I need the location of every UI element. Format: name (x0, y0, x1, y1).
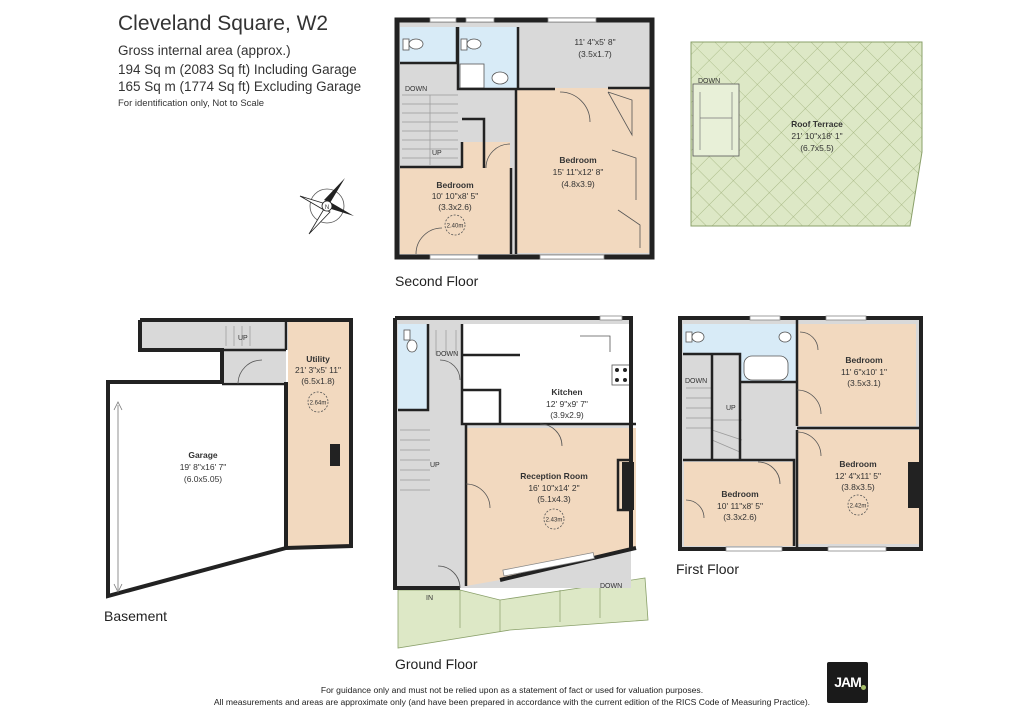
disclaimer: For guidance only and must not be relied… (0, 684, 1024, 708)
roof-stair-down: DOWN (698, 78, 720, 85)
first-floor-bedroom-rear-dims: 11' 6"x10' 1" (841, 367, 887, 377)
garage-area (108, 382, 286, 596)
second-floor-bedroom-small-metric: (3.3x2.6) (438, 202, 472, 212)
ground-stair-down-garden: DOWN (600, 583, 622, 590)
disclaimer-line-1: For guidance only and must not be relied… (320, 685, 704, 695)
first-floor-bedroom-rear (798, 324, 916, 426)
ground-entrance-label: IN (426, 595, 433, 602)
compass-north-letter: N (325, 205, 329, 211)
second-floor-plan: 11' 4"x5' 8" (3.5x1.7) Bedroom 15' 11"x1… (394, 17, 655, 260)
area-excluding-garage: 165 Sq m (1774 Sq ft) Excluding Garage (118, 79, 362, 94)
second-floor-bedroom-large (516, 88, 649, 253)
second-floor-bedroom-small (400, 167, 511, 254)
second-floor-ceiling-height: 2.40m (447, 224, 464, 230)
basin-icon (491, 71, 509, 85)
first-floor-fireplace (908, 462, 920, 508)
ground-stair-down: DOWN (436, 351, 458, 358)
ground-floor-label: Ground Floor (395, 656, 478, 672)
reception-room-metric: (5.1x4.3) (537, 494, 571, 504)
first-floor-plan: DOWN UP Bedroom 11' 6"x10' 1" (3.5x3.1) … (678, 315, 923, 552)
bath-icon (743, 355, 789, 381)
logo-text: JAM (834, 674, 862, 690)
first-floor-bedroom-front-right-name: Bedroom (839, 459, 877, 469)
hob-burners (615, 368, 627, 382)
reception-room-area (466, 428, 636, 586)
garage-name: Garage (188, 450, 218, 460)
front-garden-area (397, 577, 649, 649)
ceiling-height-marker (444, 214, 466, 236)
kitchen-metric: (3.9x2.9) (550, 410, 584, 420)
second-floor-bedroom-small-name: Bedroom (436, 180, 474, 190)
identification-note: For identification only, Not to Scale (118, 98, 265, 109)
first-floor-bedroom-front-right-metric: (3.8x3.5) (841, 482, 875, 492)
first-floor-bedroom-front-left-dims: 10' 11"x8' 5" (717, 501, 763, 511)
first-floor-label: First Floor (676, 561, 739, 577)
disclaimer-line-2: All measurements and areas are approxima… (213, 697, 811, 707)
reception-room-name: Reception Room (520, 471, 588, 481)
roof-terrace-dims: 21' 10"x18' 1" (791, 131, 842, 141)
second-floor-bedroom-large-metric: (4.8x3.9) (561, 179, 595, 189)
first-floor-bedroom-front-right-dims: 12' 4"x11' 5" (835, 471, 881, 481)
roof-stair-hatch (692, 83, 740, 157)
first-floor-bedroom-front-right (798, 430, 920, 544)
second-floor-bedroom-large-name: Bedroom (559, 155, 597, 165)
first-floor-bedroom-front-left-metric: (3.3x2.6) (723, 512, 757, 522)
area-including-garage: 194 Sq m (2083 Sq ft) Including Garage (118, 62, 357, 77)
utility-dims: 21' 3"x5' 11" (295, 365, 341, 375)
second-floor-bedroom-small-dims: 10' 10"x8' 5" (432, 191, 479, 201)
first-floor-stair-up: UP (726, 405, 736, 412)
second-floor-stair-down: DOWN (405, 86, 427, 93)
first-floor-stair-down: DOWN (685, 378, 707, 385)
compass: N (299, 178, 354, 235)
kitchen-name: Kitchen (551, 387, 582, 397)
roof-terrace-name: Roof Terrace (791, 119, 843, 129)
toilet-icon (685, 331, 693, 343)
ground-stair-up: UP (430, 462, 440, 469)
first-floor-bedroom-front-left (684, 462, 794, 546)
utility-room (288, 322, 349, 546)
garage-metric: (6.0x5.05) (184, 474, 222, 484)
jam-logo: JAM (827, 662, 868, 703)
roof-terrace-area (690, 41, 923, 227)
shower-tray-icon (459, 63, 485, 89)
utility-ceiling-height: 2.64m (310, 401, 327, 407)
second-floor-landing-dims: 11' 4"x5' 8" (574, 37, 615, 47)
basin-icon (778, 331, 792, 343)
second-floor-label: Second Floor (395, 273, 479, 289)
gross-area-label: Gross internal area (approx.) (118, 43, 291, 58)
first-floor-bedroom-rear-name: Bedroom (845, 355, 883, 365)
basement-plan: UP Utility 21' 3"x5' 11" (6.5x1.8) 2.64m… (106, 318, 353, 599)
toilet-icon (403, 329, 411, 341)
ground-floor-plan: DOWN UP DOWN IN Kitchen 12' 9"x9' 7" (3.… (393, 315, 649, 649)
utility-name: Utility (306, 354, 330, 364)
roof-terrace-metric: (6.7x5.5) (800, 143, 834, 153)
kitchen-area (462, 324, 630, 424)
reception-ceiling-height: 2.43m (546, 518, 563, 524)
first-floor-bedroom-rear-metric: (3.5x3.1) (847, 378, 881, 388)
first-floor-ceiling-height: 2.42m (850, 504, 867, 510)
second-floor-bedroom-large-dims: 15' 11"x12' 8" (553, 167, 604, 177)
basement-stair-up: UP (238, 335, 248, 342)
garage-dims: 19' 8"x16' 7" (180, 462, 227, 472)
reception-room-dims: 16' 10"x14' 2" (528, 483, 579, 493)
logo-dot-icon (861, 685, 866, 690)
ground-fireplace (622, 462, 634, 510)
roof-terrace-plan: DOWN Roof Terrace 21' 10"x18' 1" (6.7x5.… (690, 41, 923, 227)
toilet-icon (402, 38, 482, 51)
utility-metric: (6.5x1.8) (301, 376, 335, 386)
basement-label: Basement (104, 608, 168, 624)
first-floor-bedroom-front-left-name: Bedroom (721, 489, 759, 499)
second-floor-stair-up: UP (432, 150, 442, 157)
kitchen-dims: 12' 9"x9' 7" (546, 399, 588, 409)
page-title: Cleveland Square, W2 (118, 12, 329, 35)
second-floor-landing-metric: (3.5x1.7) (578, 49, 612, 59)
sink-icon (580, 335, 611, 352)
hob-icon (611, 364, 631, 386)
compass-rose-icon (299, 178, 354, 235)
